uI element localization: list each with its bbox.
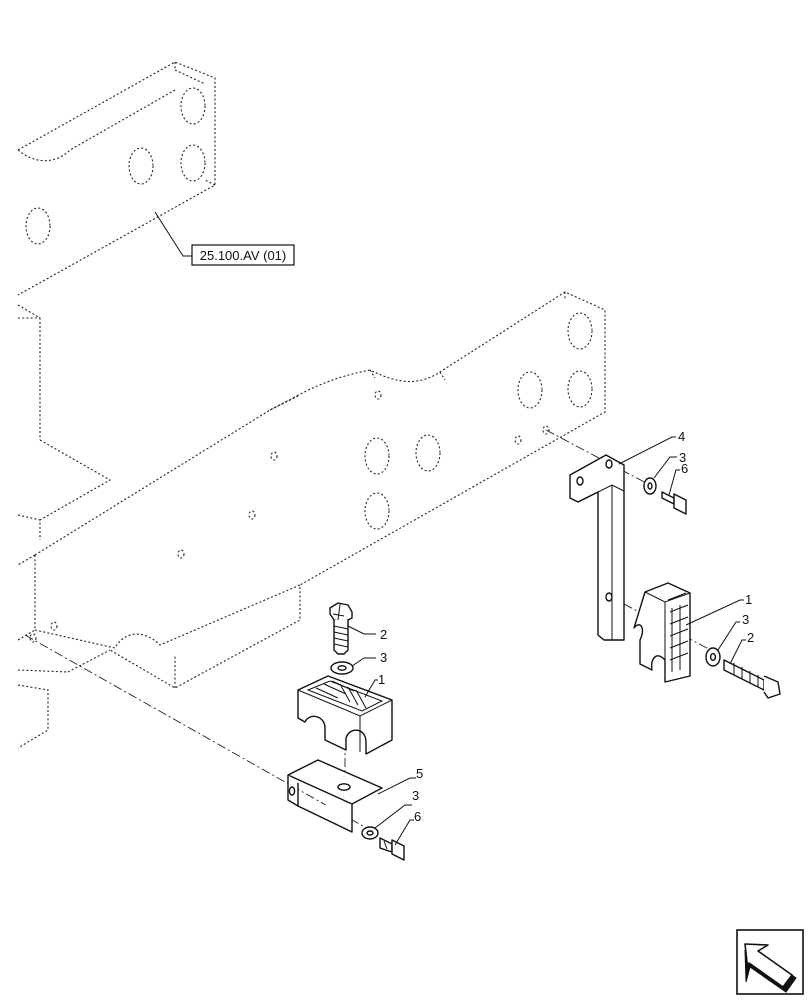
vertical-bracket-right [569,454,625,641]
callout-3-washer-right-mid: 3 [742,612,749,627]
callout-2-bolt-upper: 2 [380,627,387,642]
reference-callout[interactable]: 25.100.AV (01) [154,211,295,266]
callout-3-washer-upper: 3 [380,650,387,665]
bolt-lower-assembly [329,602,353,655]
callout-5-bracket: 5 [416,766,423,781]
reference-box [191,244,295,266]
centerlines [24,429,721,831]
angle-bracket-lower [287,759,383,833]
callout-1-clamp-right: 1 [745,592,752,607]
washer-right-top [643,477,657,495]
callout-3-washer-right-top: 3 [679,450,686,465]
washer-lower-assembly [330,661,354,675]
washer-lower-bracket [361,826,379,840]
washer-right-mid [705,647,721,667]
bolt-lower-bracket [379,837,405,861]
callout-1-clamp-lower: 1 [378,672,385,687]
clamp-block-lower [297,675,393,755]
callout-2-bolt-right: 2 [747,630,754,645]
upper-frame-phantom [17,61,216,296]
bolt-right-mid [723,659,781,699]
callout-4-bracket-vertical: 4 [678,429,685,444]
callout-numbers: 2 3 1 5 3 6 4 3 6 1 3 2 [378,429,754,824]
callout-3-washer-lower: 3 [412,788,419,803]
clamp-block-right [633,582,691,683]
main-frame-phantom [17,291,606,749]
reference-label: 25.100.AV (01) [200,248,286,263]
arrow-icon[interactable] [736,929,804,995]
callout-6-bolt-lower: 6 [414,809,421,824]
bolt-right-top [661,491,687,515]
callout-leaders [347,436,746,846]
callout-6-bolt-right: 6 [681,461,688,476]
